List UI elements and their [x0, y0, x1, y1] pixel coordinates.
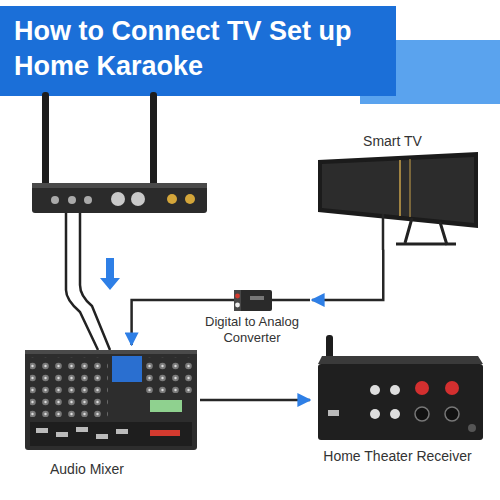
title-band: [0, 6, 396, 96]
xlr-jack: [111, 192, 125, 206]
tv-frame: [318, 152, 478, 228]
mixer-body: [25, 350, 197, 450]
fader: [96, 434, 108, 439]
rca-jack: [235, 303, 240, 308]
rca-jack: [167, 194, 177, 204]
mixer-faders: [30, 422, 192, 446]
title: How to Connect TV Set up Home Karaoke: [14, 14, 386, 84]
fader: [76, 427, 88, 432]
jack: [68, 196, 76, 204]
converter-detail: [250, 296, 264, 300]
audio-mixer: [25, 350, 197, 450]
device-label: Home Theater Receiver: [323, 448, 471, 465]
cable-connector: [200, 399, 310, 402]
speaker-terminal: [445, 407, 459, 421]
xlr-jack: [131, 192, 145, 206]
receiver-top: [318, 356, 483, 364]
cable-connector: [312, 250, 383, 300]
fader: [150, 430, 180, 436]
receiver-body: [318, 364, 483, 440]
receiver-body: [32, 183, 207, 213]
wireless-receiver: [32, 92, 207, 213]
jack: [51, 196, 59, 204]
device-label: Smart TV: [363, 133, 422, 150]
converter-body: [234, 290, 272, 311]
device-node: Audio Mixer: [20, 345, 200, 478]
converter-side: [234, 290, 241, 311]
receiver-top: [32, 183, 207, 188]
device-node: Digital to Analog Converter: [192, 286, 312, 345]
tv-stand: [405, 218, 447, 245]
antenna: [42, 92, 49, 187]
smart-tv: [318, 152, 478, 245]
device-label: Digital to Analog Converter: [192, 314, 312, 345]
fader: [36, 428, 48, 433]
fader: [116, 429, 128, 434]
rca-jack: [390, 409, 400, 419]
device-label: Audio Mixer: [20, 461, 124, 478]
antenna: [150, 92, 157, 187]
tv-accent: [399, 160, 401, 216]
speaker-terminal: [415, 381, 429, 395]
rca-jack: [370, 409, 380, 419]
cable: [66, 213, 98, 350]
jack: [84, 196, 92, 204]
cable: [192, 299, 234, 302]
device-node: Smart TV: [300, 133, 485, 250]
device-node: Home Theater Receiver: [310, 350, 485, 465]
tv-screen: [322, 157, 474, 223]
cable-connector: [132, 300, 192, 345]
power-jack: [468, 424, 476, 432]
mixer-screen: [150, 400, 182, 412]
converter: [234, 290, 272, 311]
cable: [272, 299, 310, 302]
speaker-terminal: [445, 381, 459, 395]
cable: [382, 214, 385, 250]
tv-accent: [410, 159, 411, 217]
usb-port: [328, 410, 339, 416]
rca-jack: [235, 294, 240, 299]
mixer-top: [25, 350, 197, 354]
mixer-panel: [112, 356, 142, 382]
flow-arrow: [100, 258, 120, 290]
rca-jack: [185, 194, 195, 204]
mixer-knobs: [146, 357, 192, 393]
tv-stand-base: [396, 243, 456, 246]
rca-jack: [370, 385, 380, 395]
rca-jack: [390, 385, 400, 395]
home-theater-receiver: [318, 335, 483, 440]
mixer-knobs: [30, 357, 108, 417]
speaker-terminal: [415, 407, 429, 421]
fader: [56, 432, 68, 437]
